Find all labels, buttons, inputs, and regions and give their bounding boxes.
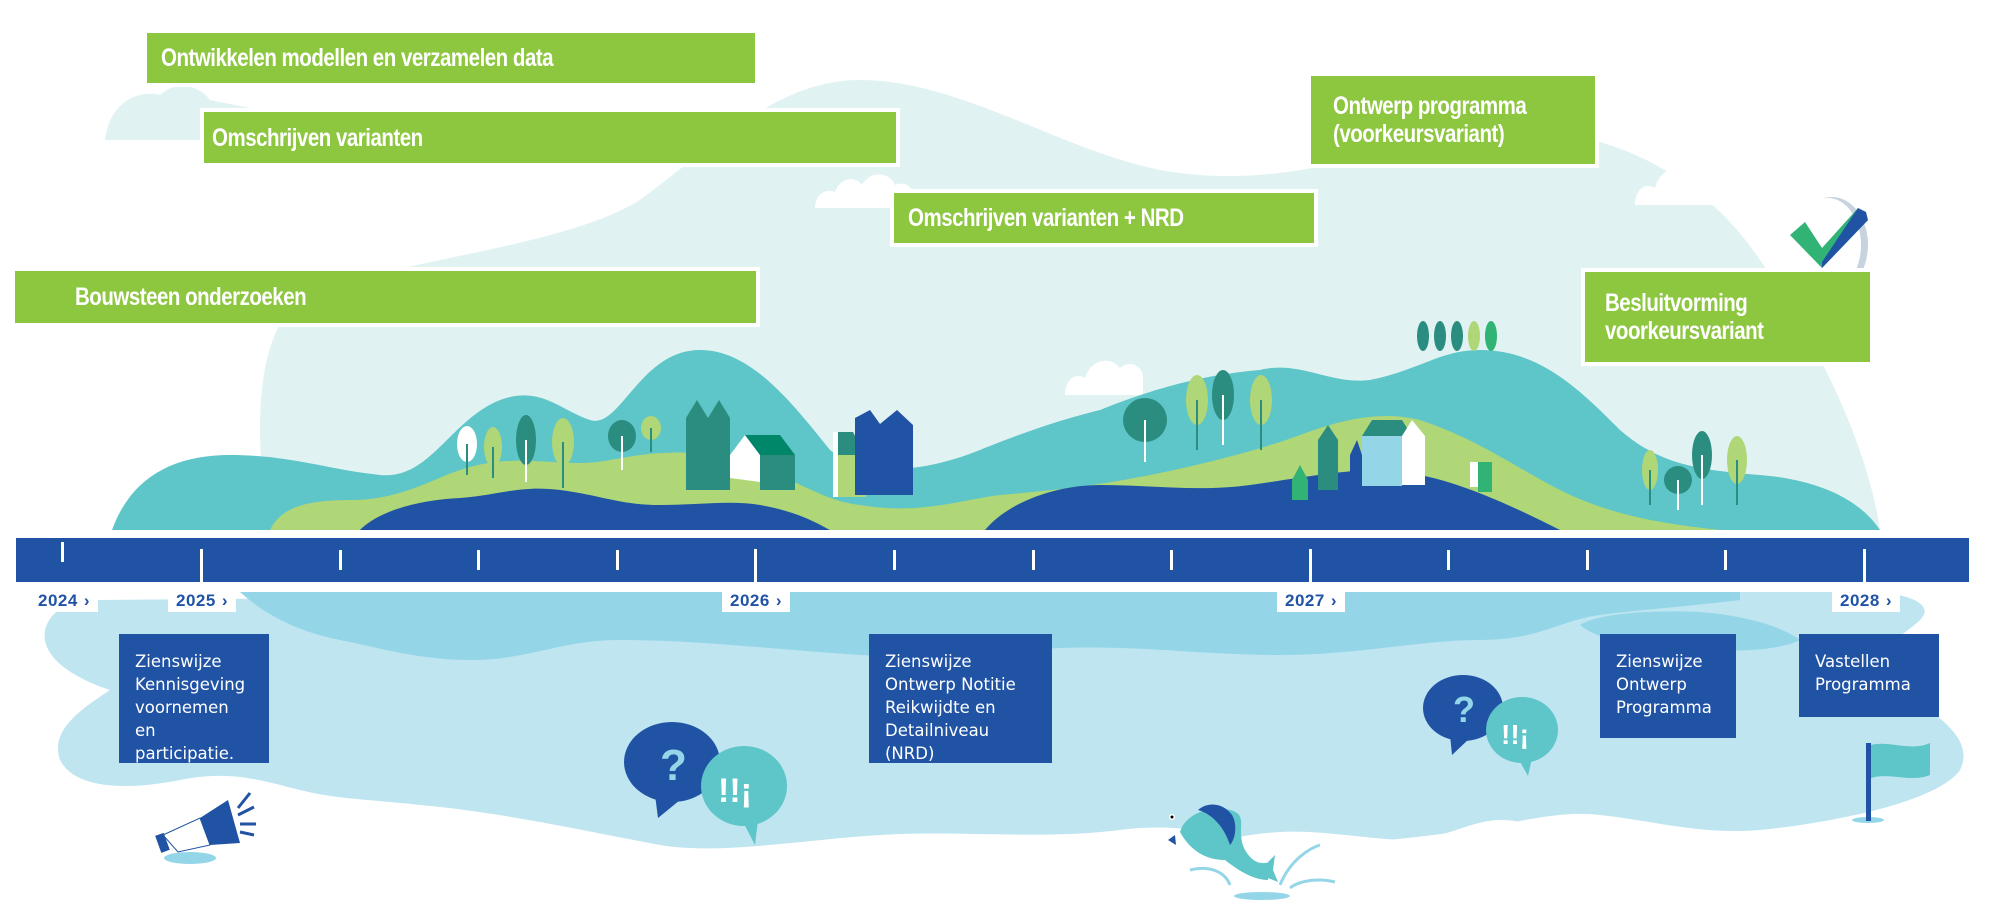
cloud bbox=[1065, 360, 1143, 395]
chevron-right-icon: › bbox=[221, 591, 228, 610]
hill-blue bbox=[360, 488, 830, 530]
phase-label-line2: (voorkeursvariant) bbox=[1333, 120, 1505, 148]
timeline-bar bbox=[16, 538, 1969, 582]
year-label-2025: 2025 › bbox=[168, 590, 236, 612]
phase-ontwerp-programma: Ontwerp programma(voorkeursvariant) bbox=[1311, 76, 1595, 164]
year-text: 2024 bbox=[38, 591, 78, 610]
houses-left bbox=[686, 400, 913, 497]
water-mid bbox=[240, 592, 1740, 660]
phase-omschrijven-varianten-nrd: Omschrijven varianten + NRD bbox=[894, 193, 1314, 243]
event-line: Programma bbox=[1815, 675, 1911, 694]
timeline-year-tick bbox=[754, 549, 757, 582]
question-exclamation-speech-bubbles-icon: ? !!¡ bbox=[1423, 675, 1558, 776]
event-line: participatie. bbox=[135, 744, 235, 763]
timeline-year-tick bbox=[200, 549, 203, 582]
timeline-tick bbox=[1724, 550, 1727, 570]
year-text: 2026 bbox=[730, 591, 770, 610]
year-text: 2025 bbox=[176, 591, 216, 610]
trees-right bbox=[1123, 321, 1747, 510]
finish-flag-icon bbox=[1852, 743, 1930, 823]
event-line: Detailniveau (NRD) bbox=[885, 721, 990, 763]
phase-label-line2: voorkeursvariant bbox=[1605, 317, 1764, 345]
timeline-tick bbox=[1447, 550, 1450, 570]
event-zienswijze-ontwerp-programma: Zienswijze Ontwerp Programma bbox=[1600, 634, 1736, 738]
timeline-year-tick bbox=[1309, 549, 1312, 582]
event-line: Ontwerp bbox=[1616, 675, 1687, 694]
event-line: Zienswijze bbox=[1616, 652, 1703, 671]
timeline-tick bbox=[1032, 550, 1035, 570]
phase-ontwikkelen-modellen: Ontwikkelen modellen en verzamelen data bbox=[147, 33, 755, 83]
timeline-tick bbox=[893, 550, 896, 570]
exclamation-marks: !!¡ bbox=[1501, 719, 1529, 750]
year-label-2026: 2026 › bbox=[722, 590, 790, 612]
event-vastellen-programma: Vastellen Programma bbox=[1799, 634, 1939, 717]
event-zienswijze-nrd: Zienswijze Ontwerp Notitie Reikwijdte en… bbox=[869, 634, 1052, 763]
year-label-2024: 2024 › bbox=[30, 590, 98, 612]
year-label-2028: 2028 › bbox=[1832, 590, 1900, 612]
chevron-right-icon: › bbox=[1885, 591, 1892, 610]
timeline-tick bbox=[616, 550, 619, 570]
exclamation-marks: !!¡ bbox=[718, 772, 752, 810]
phase-label: Omschrijven varianten bbox=[212, 123, 423, 152]
phase-label: Ontwerp programma bbox=[1333, 92, 1527, 120]
checkmark-icon bbox=[1790, 197, 1868, 295]
event-line: Zienswijze bbox=[135, 652, 222, 671]
chevron-right-icon: › bbox=[775, 591, 782, 610]
water-island bbox=[1180, 820, 1560, 907]
cloud bbox=[815, 174, 915, 208]
event-zienswijze-kennisgeving: Zienswijze Kennisgeving voornemen en par… bbox=[119, 634, 269, 763]
timeline-year-tick bbox=[1863, 549, 1866, 582]
phase-label: Besluitvorming bbox=[1605, 289, 1748, 317]
timeline-tick bbox=[1170, 550, 1173, 570]
phase-omschrijven-varianten: Omschrijven varianten bbox=[204, 112, 896, 163]
timeline-tick bbox=[1586, 550, 1589, 570]
trees-left bbox=[457, 415, 661, 488]
question-exclamation-speech-bubbles-icon: ? !!¡ bbox=[624, 722, 787, 845]
phase-label: Ontwikkelen modellen en verzamelen data bbox=[161, 44, 554, 72]
event-line: Vastellen bbox=[1815, 652, 1891, 671]
year-text: 2028 bbox=[1840, 591, 1880, 610]
cloud bbox=[1635, 168, 1760, 205]
event-line: voornemen en bbox=[135, 698, 229, 740]
event-line: Programma bbox=[1616, 698, 1712, 717]
houses-right bbox=[1292, 420, 1492, 500]
timeline-tick bbox=[61, 542, 64, 562]
event-line: Kennisgeving bbox=[135, 675, 246, 694]
year-text: 2027 bbox=[1285, 591, 1325, 610]
chevron-right-icon: › bbox=[83, 591, 90, 610]
jumping-fish-icon bbox=[1168, 804, 1336, 900]
timeline-tick bbox=[339, 550, 342, 570]
timeline-tick bbox=[477, 550, 480, 570]
poplar-row bbox=[1417, 321, 1497, 351]
phase-label: Bouwsteen onderzoeken bbox=[75, 283, 307, 311]
event-line: Ontwerp Notitie bbox=[885, 675, 1016, 694]
question-mark: ? bbox=[1453, 689, 1475, 730]
year-label-2027: 2027 › bbox=[1277, 590, 1345, 612]
question-mark: ? bbox=[660, 741, 687, 790]
chevron-right-icon: › bbox=[1330, 591, 1337, 610]
event-line: Zienswijze bbox=[885, 652, 972, 671]
clouds bbox=[815, 168, 1760, 395]
phase-label: Omschrijven varianten + NRD bbox=[908, 204, 1184, 232]
megaphone-icon bbox=[155, 792, 256, 864]
event-line: Reikwijdte en bbox=[885, 698, 996, 717]
phase-bouwsteen-onderzoeken: Bouwsteen onderzoeken bbox=[15, 271, 756, 323]
